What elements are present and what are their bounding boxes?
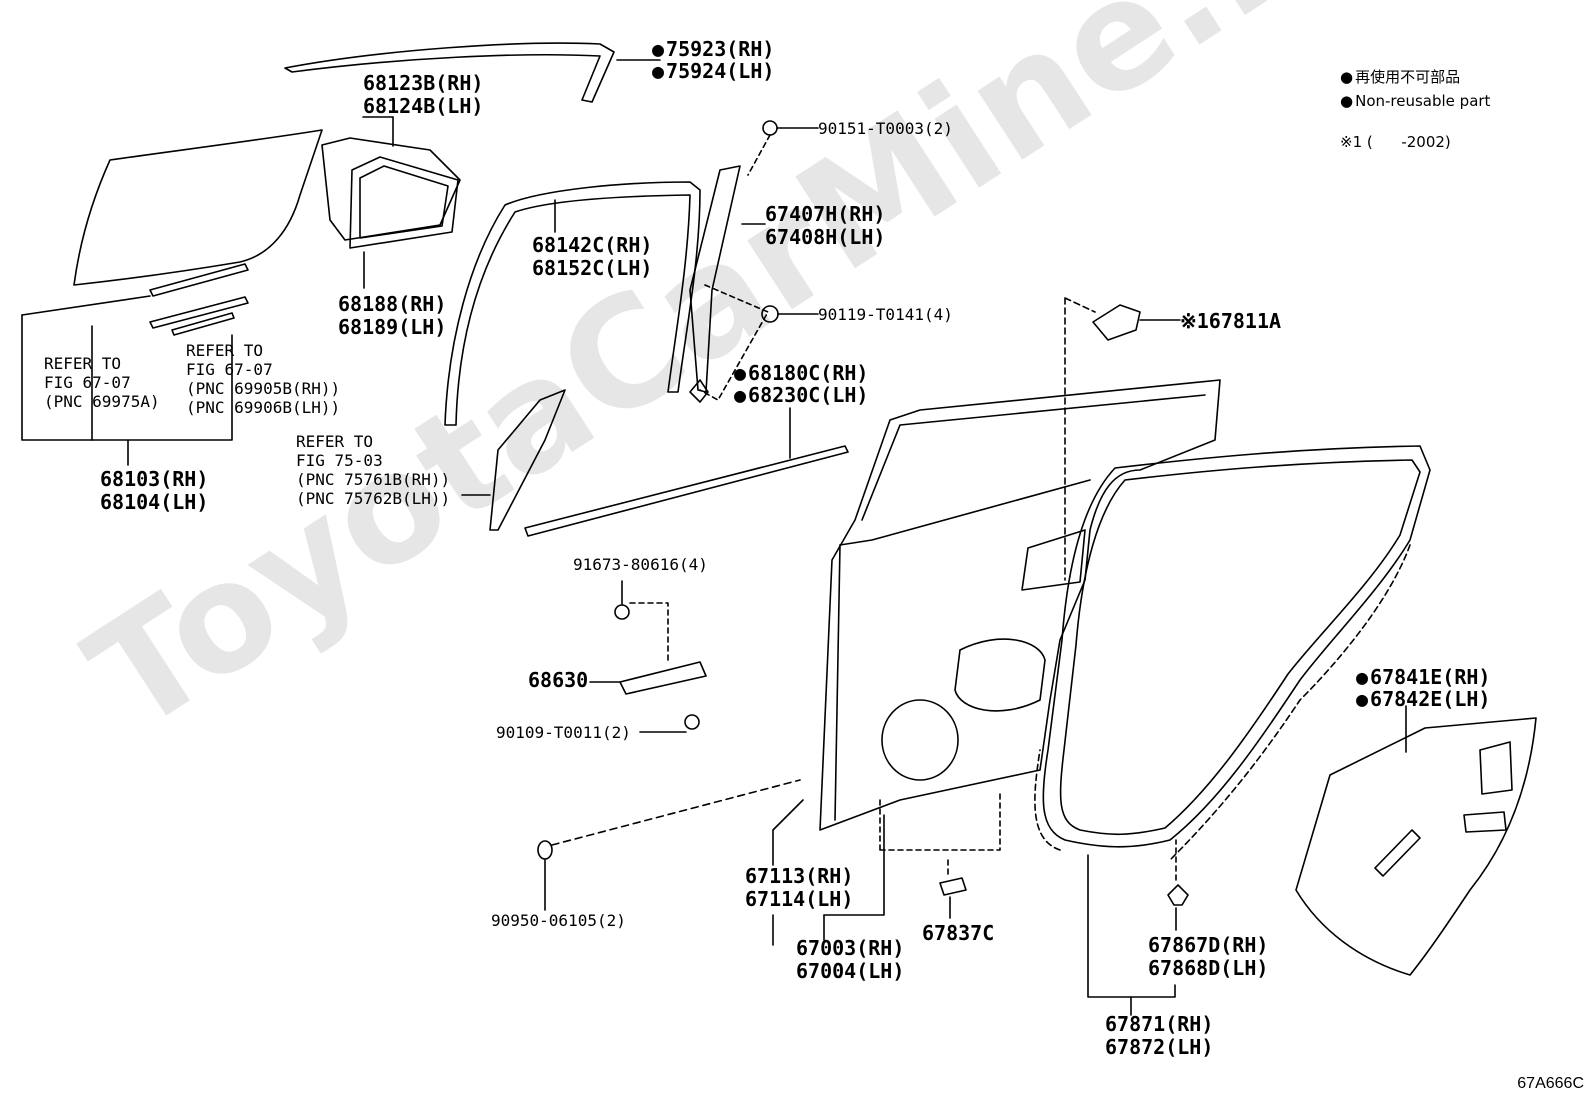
label-68124: 68124B(LH) [363,94,484,118]
legend-non-reusable-en: Non-reusable part [1340,92,1490,110]
label-68188: 68188(RH) [338,292,447,316]
label-67867: 67867D(RH) [1148,933,1269,957]
label-68180: 68180C(RH) [734,362,868,385]
label-68230: 68230C(LH) [734,384,868,407]
refer-label-1a: REFER TO [44,354,122,373]
label-67842: 67842E(LH) [1356,688,1490,711]
diagram-code: 67A666C [1517,1075,1584,1092]
label-68123: 68123B(RH) [363,71,484,95]
legend-note: ※1 ( -2002) [1340,133,1451,151]
weatherstrip-shape [1042,445,1431,848]
label-68104: 68104(LH) [100,490,209,514]
belt-strip-shape [149,263,249,297]
pad-shape [1092,304,1141,341]
label-68630: 68630 [528,668,589,692]
weatherstrip-clip-shape [1167,884,1189,906]
label-67408: 67408H(LH) [765,225,886,249]
label-67841: 67841E(RH) [1356,666,1490,689]
label-90109: 90109-T0011(2) [496,723,631,742]
refer-label-1c: (PNC 69975A) [44,392,160,411]
label-68152: 68152C(LH) [532,256,653,280]
clip-shape [939,877,967,896]
label-75924: 75924(LH) [652,60,774,83]
label-67811: ※167811A [1180,309,1282,333]
refer-label-2a: REFER TO [186,341,264,360]
label-68189: 68189(LH) [338,315,447,339]
garnish-shape [489,389,566,531]
hole-cover-shape [1295,717,1537,976]
label-67004: 67004(LH) [796,959,905,983]
refer-label-3a: REFER TO [296,432,374,451]
label-67114: 67114(LH) [745,887,854,911]
label-67113: 67113(RH) [745,864,854,888]
refer-label-2c: (PNC 69905B(RH)) [186,379,341,398]
run-channel-shape [444,181,701,426]
label-67003: 67003(RH) [796,936,905,960]
refer-label-3b: FIG 75-03 [296,451,383,470]
refer-label-1b: FIG 67-07 [44,373,131,392]
label-68103: 68103(RH) [100,467,209,491]
refer-label-2b: FIG 67-07 [186,360,273,379]
label-91673: 91673-80616(4) [573,555,708,574]
division-bar-shape [689,165,741,393]
refer-label-3c: (PNC 75761B(RH)) [296,470,451,489]
legend-non-reusable-jp: 再使用不可部品 [1340,66,1460,87]
belt-molding-shape [524,445,849,537]
label-67407: 67407H(RH) [765,202,886,226]
label-90119: 90119-T0141(4) [818,305,953,324]
label-67837: 67837C [922,921,995,945]
hole-plug-shape [537,840,553,860]
label-90151: 90151-T0003(2) [818,119,953,138]
refer-label-3d: (PNC 75762B(LH)) [296,489,451,508]
quarter-glass-shape [321,137,461,241]
refer-label-2d: (PNC 69906B(LH)) [186,398,341,417]
label-67872: 67872(LH) [1105,1035,1214,1059]
door-panel-shape [819,379,1221,831]
label-67871: 67871(RH) [1105,1012,1214,1036]
roof-molding-shape [284,42,615,103]
label-90950: 90950-06105(2) [491,911,626,930]
label-67868: 67868D(LH) [1148,956,1269,980]
label-75923: 75923(RH) [652,38,774,61]
label-68142: 68142C(RH) [532,233,653,257]
window-glass-shape [73,129,323,286]
door-check-shape [619,661,707,695]
